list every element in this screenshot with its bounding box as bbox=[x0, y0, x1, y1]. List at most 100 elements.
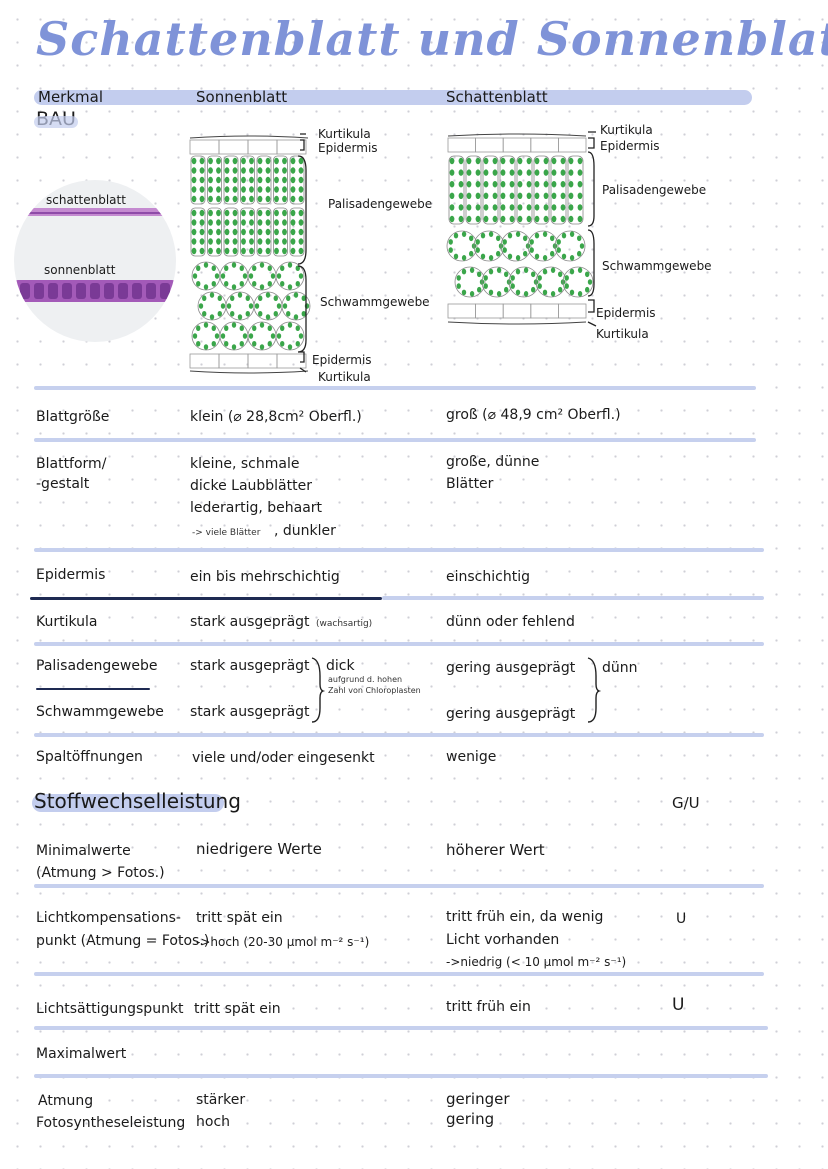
epidermis-cell bbox=[530, 137, 559, 153]
chloroplast bbox=[274, 195, 279, 203]
chloroplast bbox=[287, 284, 293, 290]
chloroplast bbox=[526, 157, 532, 165]
chloroplast bbox=[199, 238, 205, 245]
chloroplast bbox=[475, 215, 481, 223]
chloroplast bbox=[258, 310, 263, 317]
chloroplast bbox=[488, 255, 494, 261]
chloroplast bbox=[276, 303, 282, 309]
chloroplast bbox=[252, 265, 257, 272]
chloroplast bbox=[500, 204, 506, 211]
chloroplast bbox=[466, 157, 472, 165]
chloroplast bbox=[249, 219, 254, 226]
chloroplast bbox=[569, 289, 575, 296]
chloroplast bbox=[232, 219, 238, 226]
chloroplast bbox=[211, 340, 216, 347]
chloroplast bbox=[560, 169, 566, 176]
chloroplast bbox=[542, 255, 548, 261]
chloroplast bbox=[249, 157, 254, 165]
chloroplast bbox=[214, 273, 220, 279]
chloroplast bbox=[211, 265, 216, 272]
chloroplast bbox=[515, 231, 521, 237]
chloroplast bbox=[560, 192, 566, 199]
epidermis-cell bbox=[530, 303, 559, 319]
chloroplast bbox=[199, 209, 205, 217]
chloroplast bbox=[191, 209, 197, 217]
chloroplast bbox=[517, 169, 523, 176]
epidermis-cell bbox=[502, 137, 532, 153]
chloroplast bbox=[560, 181, 566, 188]
chloroplast bbox=[523, 291, 529, 297]
shade-leaf-cells bbox=[446, 133, 594, 325]
palisade-cell bbox=[273, 155, 288, 205]
chloroplast bbox=[290, 219, 296, 226]
chloroplast bbox=[265, 238, 271, 245]
chloroplast bbox=[290, 209, 296, 217]
spongy-cell bbox=[281, 291, 311, 321]
palisade-cell bbox=[223, 207, 239, 257]
chloroplast bbox=[242, 273, 248, 279]
chloroplast bbox=[458, 204, 464, 211]
chloroplast bbox=[502, 247, 507, 253]
chloroplast bbox=[543, 192, 549, 199]
chloroplast bbox=[492, 181, 498, 188]
chloroplast bbox=[534, 181, 540, 188]
sun-kutikula: stark ausgeprägt bbox=[190, 614, 310, 630]
chloroplast bbox=[579, 243, 585, 249]
chloroplast bbox=[259, 344, 265, 350]
chloroplast bbox=[480, 232, 486, 239]
chloroplast bbox=[287, 322, 293, 328]
palisade-cell bbox=[190, 155, 206, 205]
chloroplast bbox=[469, 291, 475, 297]
epidermis-cell bbox=[189, 139, 220, 155]
chloroplast bbox=[551, 192, 557, 199]
chloroplast bbox=[500, 215, 506, 223]
chloroplast bbox=[208, 195, 213, 203]
chloroplast bbox=[208, 209, 213, 217]
chloroplast bbox=[267, 265, 272, 272]
chloroplast bbox=[257, 186, 263, 193]
chloroplast bbox=[282, 176, 287, 184]
chloroplast bbox=[208, 228, 213, 236]
chloroplast bbox=[232, 228, 238, 236]
chloroplast bbox=[557, 286, 563, 293]
chloroplast bbox=[232, 247, 238, 255]
chloroplast bbox=[199, 176, 205, 184]
chloroplast bbox=[257, 176, 263, 184]
chloroplast bbox=[475, 181, 481, 188]
chloroplast bbox=[199, 247, 205, 255]
chloroplast bbox=[211, 325, 216, 332]
sun-atmung-2: hoch bbox=[196, 1114, 231, 1130]
chloroplast bbox=[198, 303, 204, 309]
chloroplast bbox=[202, 295, 207, 302]
chloroplast bbox=[276, 333, 282, 339]
chloroplast bbox=[196, 340, 201, 347]
chloroplast bbox=[265, 247, 271, 255]
chloroplast bbox=[217, 295, 222, 302]
chloroplast bbox=[449, 169, 455, 176]
chloroplast bbox=[252, 340, 257, 347]
palisade-cell bbox=[207, 155, 222, 205]
chloroplast bbox=[196, 325, 201, 332]
chloroplast bbox=[290, 186, 296, 193]
chloroplast bbox=[280, 265, 285, 272]
chloroplast bbox=[503, 271, 509, 278]
epidermis-cell bbox=[447, 137, 477, 153]
chloroplast bbox=[550, 291, 556, 297]
chloroplast bbox=[475, 169, 481, 176]
chloroplast bbox=[237, 314, 243, 320]
divider-dark-short bbox=[36, 688, 150, 690]
chloroplast bbox=[216, 157, 221, 165]
chloroplast bbox=[282, 209, 287, 217]
chloroplast bbox=[257, 209, 263, 217]
chloroplast bbox=[564, 283, 569, 289]
chloroplast bbox=[298, 195, 304, 203]
spongy-cell bbox=[275, 321, 305, 351]
chloroplast bbox=[587, 279, 593, 285]
chloroplast bbox=[224, 238, 230, 245]
sun-palisaden: stark ausgeprägt bbox=[190, 658, 310, 674]
chloroplast bbox=[458, 181, 464, 188]
chloroplast bbox=[534, 204, 540, 211]
sun-gewebe-sub-2: Zahl von Chloroplasten bbox=[328, 686, 421, 695]
chloroplast bbox=[526, 181, 532, 188]
chloroplast bbox=[298, 333, 304, 339]
